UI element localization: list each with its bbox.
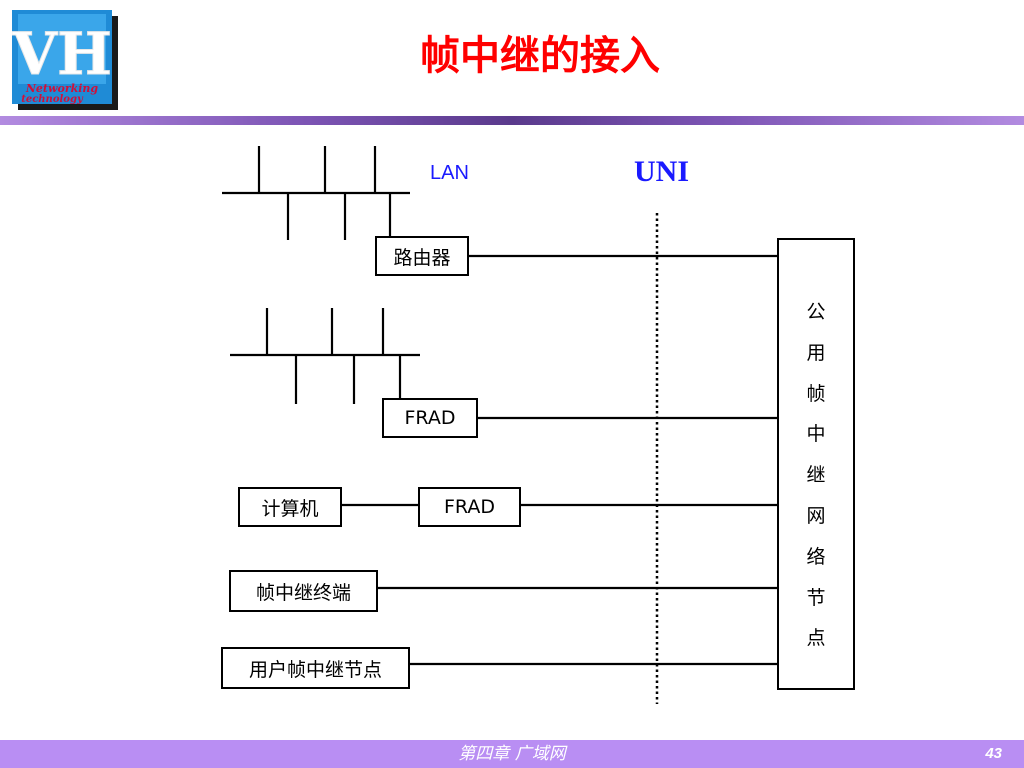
node-char: 公	[806, 301, 826, 323]
footer-bar: 第四章 广域网 43	[0, 740, 1024, 768]
title-divider	[0, 116, 1024, 125]
page-number: 43	[985, 745, 1002, 762]
node-char: 用	[806, 341, 826, 364]
node-char: 点	[806, 627, 826, 650]
footer-chapter: 第四章 广域网	[458, 744, 566, 764]
logo-text-2: technology	[21, 94, 84, 105]
logo-text-1: Networking	[25, 82, 99, 95]
logo-letters: VH	[12, 20, 112, 88]
node-char: 络	[806, 545, 826, 568]
node-char: 继	[806, 464, 826, 487]
frad-box-2: FRAD	[418, 487, 521, 527]
logo: VH Networking technology	[11, 10, 118, 110]
frad-box-1: FRAD	[382, 398, 478, 438]
public-fr-network-node: 公 用 帧 中 继 网 络 节 点	[777, 238, 855, 690]
node-char: 帧	[806, 382, 826, 405]
node-char: 节	[806, 586, 826, 609]
router-box: 路由器	[375, 236, 469, 276]
node-char: 网	[806, 504, 826, 527]
lan-label: LAN	[430, 162, 469, 184]
user-fr-node-box: 用户帧中继节点	[221, 647, 410, 689]
slide-title: 帧中继的接入	[420, 32, 660, 79]
fr-terminal-box: 帧中继终端	[229, 570, 378, 612]
computer-box: 计算机	[238, 487, 342, 527]
node-char: 中	[806, 423, 826, 446]
uni-label: UNI	[634, 155, 690, 188]
diagram-lines	[222, 146, 777, 704]
